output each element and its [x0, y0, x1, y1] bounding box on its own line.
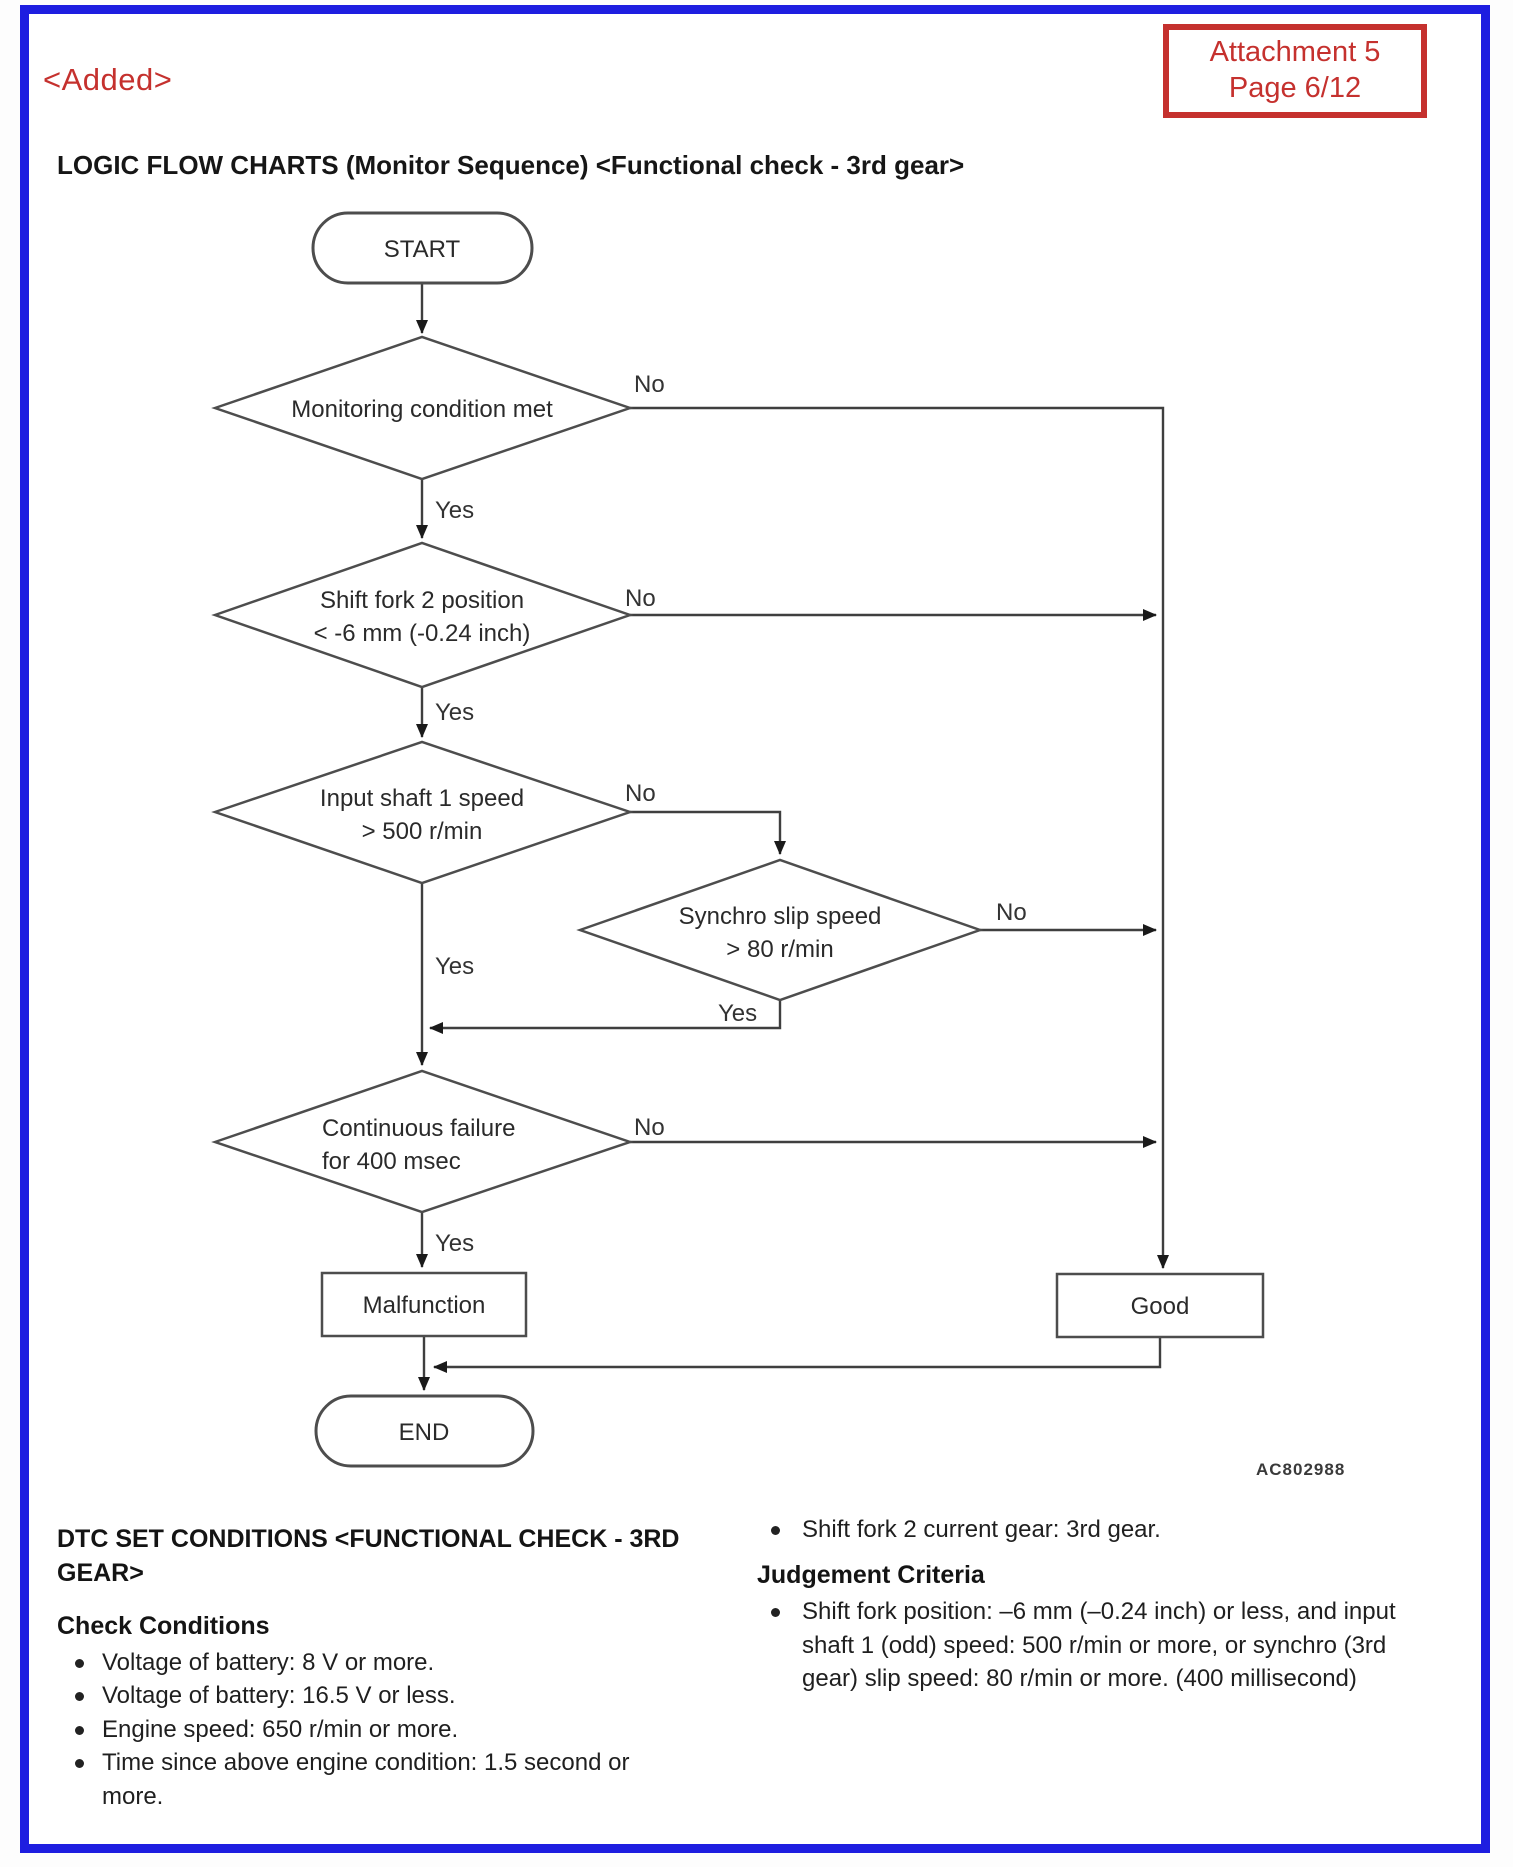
judgement-criteria-list: Shift fork position: –6 mm (–0.24 inch) …: [757, 1595, 1407, 1696]
dtc-conditions-column: DTC SET CONDITIONS <FUNCTIONAL CHECK - 3…: [57, 1522, 712, 1821]
check-condition-item: Voltage of battery: 16.5 V or less.: [57, 1679, 712, 1713]
end-node: END: [314, 1394, 535, 1468]
svg-text:> 500 r/min: > 500 r/min: [362, 818, 483, 845]
judgement-criteria-item: Shift fork position: –6 mm (–0.24 inch) …: [757, 1595, 1420, 1696]
svg-text:Synchro slip speed: Synchro slip speed: [679, 903, 882, 930]
check-condition-item: Shift fork 2 current gear: 3rd gear.: [757, 1513, 1407, 1547]
svg-text:Good: Good: [1131, 1293, 1190, 1320]
decision-shift-fork-position: Shift fork 2 position < -6 mm (-0.24 inc…: [211, 541, 634, 689]
svg-text:Malfunction: Malfunction: [363, 1292, 486, 1319]
label-no-synchro: No: [996, 899, 1027, 926]
connector-no-input-shaft: [630, 810, 786, 855]
good-box: Good: [1055, 1272, 1265, 1339]
label-no-continuous: No: [634, 1114, 665, 1141]
svg-text:for 400 msec: for 400 msec: [322, 1148, 461, 1175]
svg-text:Monitoring condition met: Monitoring condition met: [291, 396, 553, 423]
attachment-stamp-line2: Page 6/12: [1228, 72, 1362, 104]
label-no-shift-fork: No: [625, 585, 656, 612]
decision-input-shaft-speed: Input shaft 1 speed > 500 r/min: [211, 740, 634, 885]
page-title: LOGIC FLOW CHARTS (Monitor Sequence) <Fu…: [57, 150, 965, 180]
connector-yes-synchro: [429, 1000, 782, 1034]
decision-monitoring-condition: Monitoring condition met: [211, 335, 634, 481]
added-revision-label: <Added>: [43, 62, 173, 97]
connector-good-to-end: [433, 1337, 1162, 1373]
judgement-criteria-heading: Judgement Criteria: [757, 1560, 985, 1589]
check-condition-item: Voltage of battery: 8 V or more.: [57, 1646, 712, 1680]
svg-text:START: START: [384, 236, 461, 263]
judgement-criteria-column: Shift fork 2 current gear: 3rd gear. Jud…: [757, 1513, 1407, 1704]
check-conditions-heading: Check Conditions: [57, 1612, 270, 1640]
svg-text:> 80 r/min: > 80 r/min: [726, 936, 833, 963]
decision-continuous-failure: Continuous failure for 400 msec: [211, 1069, 634, 1214]
label-no-input-shaft: No: [625, 780, 656, 807]
svg-text:< -6 mm (-0.24 inch): < -6 mm (-0.24 inch): [314, 620, 531, 647]
dtc-heading: DTC SET CONDITIONS <FUNCTIONAL CHECK - 3…: [57, 1525, 680, 1587]
svg-text:Input shaft 1 speed: Input shaft 1 speed: [320, 785, 524, 812]
label-yes-monitoring: Yes: [435, 497, 474, 524]
label-no-monitoring: No: [634, 371, 665, 398]
attachment-stamp-line1: Attachment 5: [1209, 36, 1381, 68]
label-yes-shift-fork: Yes: [435, 699, 474, 726]
label-yes-synchro: Yes: [718, 1000, 757, 1027]
svg-text:Shift fork 2 position: Shift fork 2 position: [320, 587, 524, 614]
attachment-stamp-box: Attachment 5 Page 6/12: [1163, 24, 1427, 118]
label-yes-input-shaft: Yes: [435, 953, 474, 980]
check-conditions-list: Voltage of battery: 8 V or more. Voltage…: [57, 1646, 712, 1814]
decision-synchro-slip-speed: Synchro slip speed > 80 r/min: [576, 858, 984, 1002]
figure-code: AC802988: [1256, 1460, 1346, 1479]
check-condition-item: Engine speed: 650 r/min or more.: [57, 1713, 712, 1747]
svg-text:END: END: [399, 1419, 450, 1446]
svg-text:Continuous failure: Continuous failure: [322, 1115, 515, 1142]
check-condition-item: Time since above engine condition: 1.5 s…: [57, 1746, 677, 1813]
check-conditions-list-continued: Shift fork 2 current gear: 3rd gear.: [757, 1513, 1407, 1547]
label-yes-continuous: Yes: [435, 1230, 474, 1257]
malfunction-box: Malfunction: [320, 1271, 528, 1338]
start-node: START: [311, 211, 534, 285]
connector-no-to-good: [630, 406, 1169, 1269]
